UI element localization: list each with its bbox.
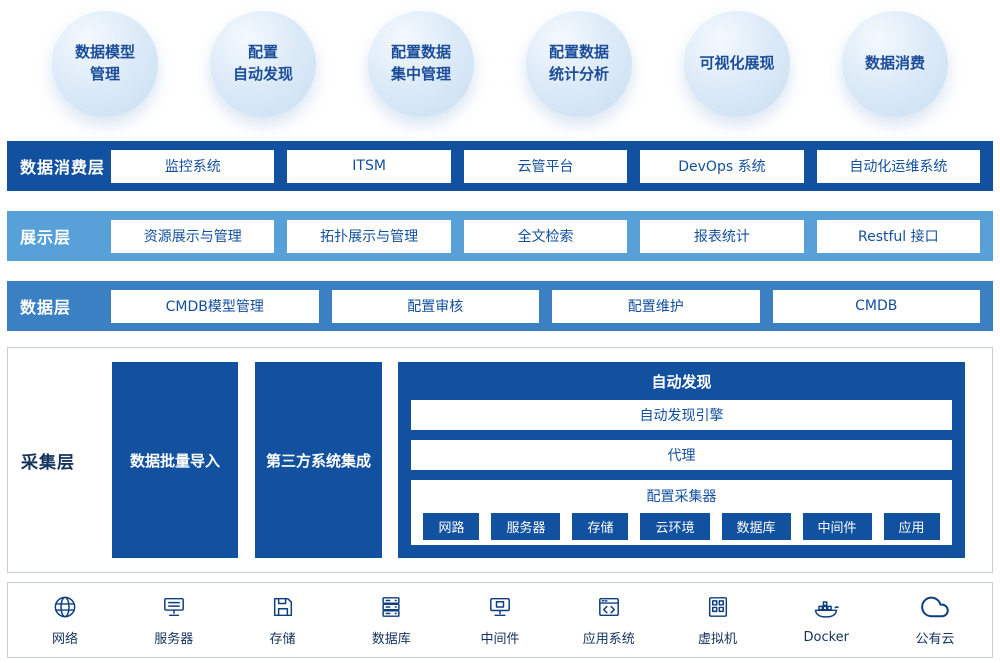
infra-item-storage: 存储 bbox=[256, 593, 310, 647]
infra-label: Docker bbox=[803, 630, 850, 645]
bubble-label: 数据模型 bbox=[74, 43, 135, 62]
data-layer-items: CMDB模型管理 配置审核 配置维护 CMDB bbox=[111, 289, 993, 323]
display-layer-items: 资源展示与管理 拓扑展示与管理 全文检索 报表统计 Restful 接口 bbox=[111, 219, 993, 253]
data-item-config-audit: 配置审核 bbox=[331, 289, 539, 323]
middleware-icon bbox=[486, 593, 514, 625]
bubble-visualization: 可视化展现 bbox=[684, 11, 790, 117]
consumption-item-itsm: ITSM bbox=[287, 149, 451, 183]
config-collector-items: 网路 服务器 存储 云环境 数据库 中间件 应用 bbox=[423, 512, 940, 540]
bubble-config-data-centralized: 配置数据 集中管理 bbox=[368, 11, 474, 117]
bubble-label: 配置数据 bbox=[390, 43, 451, 62]
infra-label: 虚拟机 bbox=[697, 632, 737, 647]
bubble-label: 配置 bbox=[247, 43, 278, 62]
batch-import-block: 数据批量导入 bbox=[112, 362, 238, 558]
bubble-label: 集中管理 bbox=[390, 65, 451, 83]
collector-item-middleware: 中间件 bbox=[802, 512, 872, 540]
network-icon bbox=[51, 593, 79, 625]
server-icon bbox=[160, 593, 188, 625]
config-collector-panel: 配置采集器 网路 服务器 存储 云环境 数据库 中间件 应用 bbox=[411, 480, 952, 545]
infra-item-server: 服务器 bbox=[147, 593, 201, 647]
data-layer-band: 数据层 CMDB模型管理 配置审核 配置维护 CMDB bbox=[7, 281, 993, 331]
bubble-config-auto-discovery: 配置 自动发现 bbox=[210, 11, 316, 117]
infra-label: 网络 bbox=[51, 632, 78, 647]
display-layer-band: 展示层 资源展示与管理 拓扑展示与管理 全文检索 报表统计 Restful 接口 bbox=[7, 211, 993, 261]
consumption-layer-items: 监控系统 ITSM 云管平台 DevOps 系统 自动化运维系统 bbox=[111, 149, 993, 183]
bubble-config-data-stats: 配置数据 统计分析 bbox=[526, 11, 632, 117]
bubble-label: 管理 bbox=[89, 65, 120, 83]
auto-discovery-title: 自动发现 bbox=[651, 373, 712, 391]
infra-item-app-system: 应用系统 bbox=[582, 593, 636, 647]
bubble-label: 配置数据 bbox=[548, 43, 609, 62]
infra-item-network: 网络 bbox=[38, 593, 92, 647]
collector-item-network: 网路 bbox=[423, 512, 480, 540]
consumption-layer-band: 数据消费层 监控系统 ITSM 云管平台 DevOps 系统 自动化运维系统 bbox=[7, 141, 993, 191]
storage-icon bbox=[269, 593, 297, 625]
app-system-icon bbox=[595, 593, 623, 625]
data-item-config-maintain: 配置维护 bbox=[552, 289, 760, 323]
display-item-report: 报表统计 bbox=[640, 219, 804, 253]
consumption-item-auto-ops: 自动化运维系统 bbox=[816, 149, 981, 183]
infra-item-vm: 虚拟机 bbox=[691, 593, 745, 647]
display-layer-label: 展示层 bbox=[20, 228, 72, 247]
consumption-layer-label: 数据消费层 bbox=[20, 158, 106, 177]
infra-label: 服务器 bbox=[154, 632, 194, 647]
bubble-data-model-mgmt: 数据模型 管理 bbox=[52, 11, 158, 117]
infra-label: 存储 bbox=[269, 632, 296, 647]
infra-label: 公有云 bbox=[915, 632, 955, 647]
data-item-cmdb-model: CMDB模型管理 bbox=[111, 289, 319, 323]
infra-item-public-cloud: 公有云 bbox=[908, 593, 962, 647]
infra-item-database: 数据库 bbox=[364, 593, 418, 647]
infra-label: 数据库 bbox=[371, 632, 411, 647]
data-layer-label: 数据层 bbox=[20, 298, 72, 317]
collector-item-database: 数据库 bbox=[721, 512, 791, 540]
consumption-item-monitoring: 监控系统 bbox=[111, 149, 275, 183]
consumption-item-devops: DevOps 系统 bbox=[640, 149, 804, 183]
collector-item-application: 应用 bbox=[883, 512, 940, 540]
bubble-data-consumption: 数据消费 bbox=[842, 11, 948, 117]
discovery-engine-bar: 自动发现引擎 bbox=[411, 400, 952, 430]
infra-label: 应用系统 bbox=[582, 632, 635, 647]
auto-discovery-panel: 自动发现 自动发现引擎 代理 配置采集器 网路 服务器 存储 云环境 数据库 中… bbox=[398, 362, 965, 558]
infra-item-middleware: 中间件 bbox=[473, 593, 527, 647]
infra-item-docker: Docker bbox=[799, 595, 853, 645]
bubble-label: 统计分析 bbox=[548, 65, 609, 83]
bubble-label: 数据消费 bbox=[864, 54, 925, 73]
capability-bubbles: 数据模型 管理 配置 自动发现 配置数据 集中管理 配置数据 统计分析 可视化展… bbox=[0, 0, 1000, 117]
config-collector-title: 配置采集器 bbox=[646, 488, 717, 505]
display-item-fulltext: 全文检索 bbox=[463, 219, 628, 253]
consumption-item-cloud-mgmt: 云管平台 bbox=[463, 149, 628, 183]
third-party-block: 第三方系统集成 bbox=[255, 362, 382, 558]
infrastructure-strip: 网络 服务器 存储 数据库 中间件 bbox=[7, 582, 993, 658]
cloud-icon bbox=[921, 593, 949, 625]
bubble-label: 自动发现 bbox=[232, 65, 293, 83]
collector-item-storage: 存储 bbox=[572, 512, 629, 540]
vm-icon bbox=[704, 593, 732, 625]
bubble-label: 可视化展现 bbox=[699, 54, 775, 73]
data-item-cmdb: CMDB bbox=[772, 289, 980, 323]
collector-item-server: 服务器 bbox=[491, 512, 561, 540]
display-item-resource: 资源展示与管理 bbox=[111, 219, 275, 253]
infra-label: 中间件 bbox=[480, 632, 520, 647]
docker-icon bbox=[812, 595, 840, 627]
agent-bar: 代理 bbox=[411, 440, 952, 470]
display-item-restful: Restful 接口 bbox=[816, 219, 981, 253]
display-item-topology: 拓扑展示与管理 bbox=[287, 219, 451, 253]
collector-item-cloud-env: 云环境 bbox=[640, 512, 710, 540]
collection-layer-label: 采集层 bbox=[21, 452, 75, 473]
collection-layer-panel: 采集层 数据批量导入 第三方系统集成 自动发现 自动发现引擎 代理 配置采集器 … bbox=[7, 347, 993, 573]
database-icon bbox=[377, 593, 405, 625]
